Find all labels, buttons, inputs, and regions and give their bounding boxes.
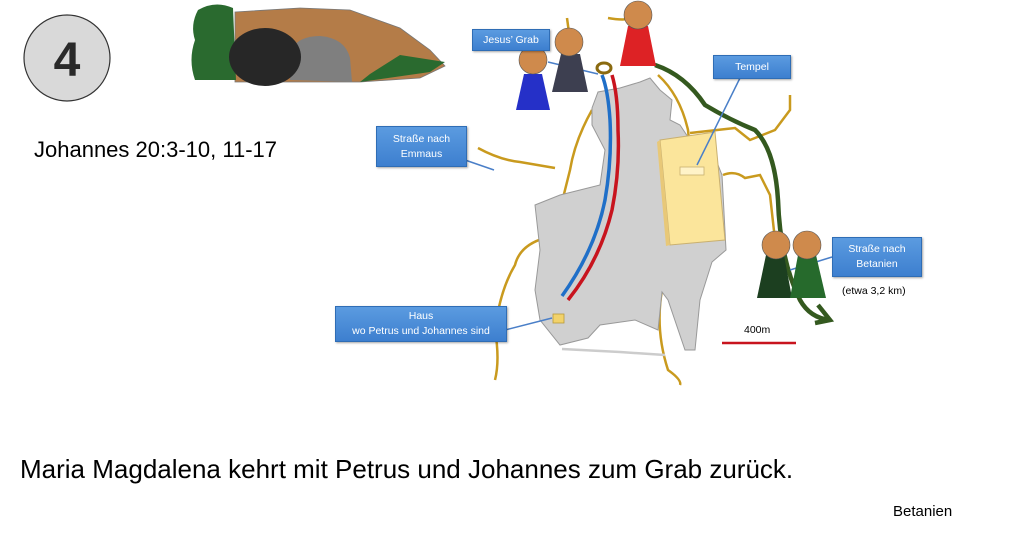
figure-maria xyxy=(620,0,656,66)
path-blue xyxy=(560,74,613,298)
label-bethany-road: Straße nach Betanien xyxy=(832,237,922,277)
bethany-distance: (etwa 3,2 km) xyxy=(842,285,906,297)
scripture-reference: Johannes 20:3-10, 11-17 xyxy=(34,137,277,162)
grave-marker-icon xyxy=(595,61,613,75)
house-icon xyxy=(552,313,565,324)
temple-icon xyxy=(657,131,726,246)
path-green xyxy=(654,62,835,326)
step-number: 4 xyxy=(54,34,81,87)
figure-green xyxy=(790,230,826,298)
label-temple: Tempel xyxy=(713,55,791,79)
footer-text: Betanien xyxy=(893,503,953,520)
path-red xyxy=(566,74,621,302)
label-emmaus-road: Straße nach Emmaus xyxy=(376,126,467,167)
slide-caption: Maria Magdalena kehrt mit Petrus und Joh… xyxy=(20,454,794,484)
tomb-icon xyxy=(191,4,446,86)
figure-green-dark xyxy=(757,230,792,298)
label-grave: Jesus’ Grab xyxy=(472,29,550,51)
scale-label: 400m xyxy=(744,324,771,336)
step-badge: 4 xyxy=(23,14,111,102)
figure-petrus xyxy=(552,27,588,92)
figure-johannes xyxy=(516,45,550,110)
label-house: Haus wo Petrus und Johannes sind xyxy=(335,306,507,342)
